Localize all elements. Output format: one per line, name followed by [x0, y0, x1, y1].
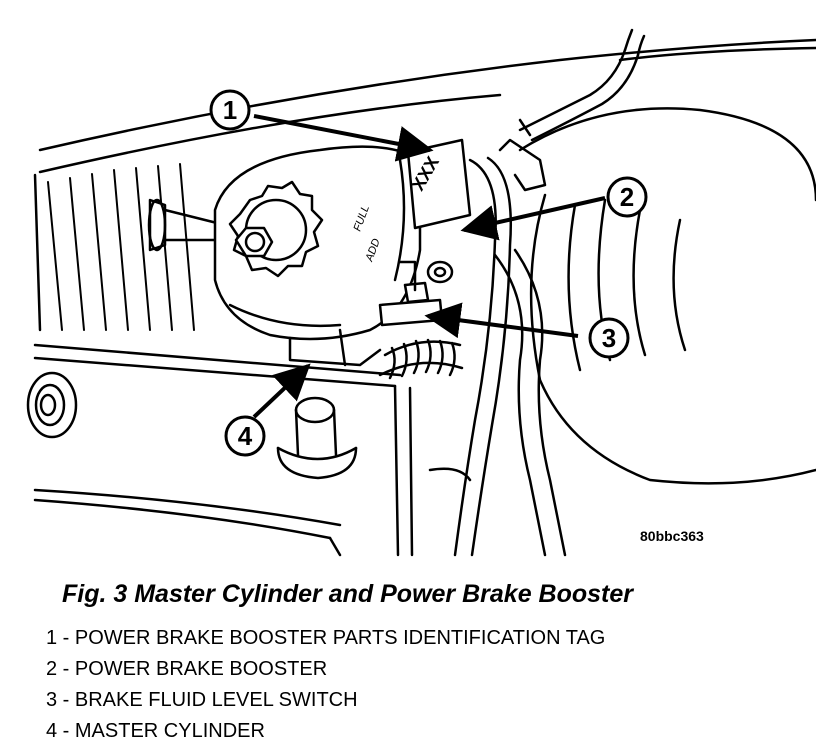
legend-item: 1 - POWER BRAKE BOOSTER PARTS IDENTIFICA…: [46, 627, 606, 649]
callout-2: 2: [606, 176, 648, 218]
callout-4: 4: [224, 415, 266, 457]
callout-legend: 1 - POWER BRAKE BOOSTER PARTS IDENTIFICA…: [46, 623, 605, 747]
leader-arrow-3: [424, 302, 579, 339]
callout-1: 1: [209, 89, 251, 131]
brake-system-illustration: FULL ADD XXX 1 2 3 4 80bbc363: [26, 28, 816, 557]
grommet: [26, 371, 78, 439]
mounting-brackets: [498, 118, 547, 192]
corrugated-hose: [378, 248, 567, 557]
callout-3-number: 3: [602, 323, 616, 353]
legend-item: 3 - BRAKE FLUID LEVEL SWITCH: [46, 689, 358, 711]
vacuum-hose: [428, 156, 512, 557]
leader-arrow-2: [460, 196, 606, 241]
figure-caption: Fig. 3 Master Cylinder and Power Brake B…: [62, 580, 633, 608]
legend-item: 2 - POWER BRAKE BOOSTER: [46, 658, 328, 680]
leader-arrow-1: [253, 114, 434, 162]
brake-booster-dome: [518, 107, 816, 485]
lower-shelf: [33, 343, 414, 557]
figure-code: 80bbc363: [640, 528, 704, 544]
callout-1-number: 1: [223, 95, 237, 125]
wiring-harness: [518, 28, 646, 142]
cowl-slats: [47, 163, 195, 331]
bolt-post: [276, 396, 358, 480]
leader-arrow-4: [252, 363, 311, 419]
engine-bay-panels: [33, 38, 816, 332]
callout-4-number: 4: [238, 421, 253, 451]
hex-nut: [234, 226, 274, 258]
legend-item: 4 - MASTER CYLINDER: [46, 720, 265, 742]
callout-3: 3: [588, 317, 630, 359]
callout-2-number: 2: [620, 182, 634, 212]
